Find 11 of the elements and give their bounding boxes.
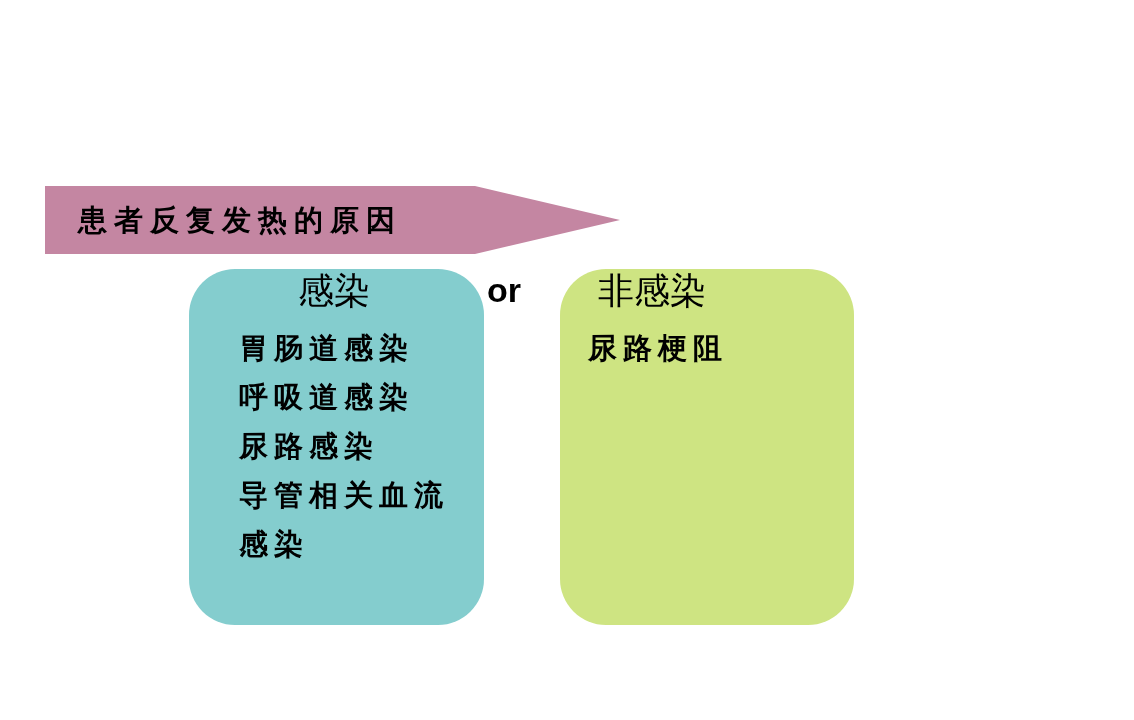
list-item: 尿路梗阻 [588,330,728,367]
box-heading: 感染 [298,269,370,312]
list-item: 尿路感染 [239,428,379,465]
category-box [560,269,854,625]
conjunction-text: or [487,270,521,310]
list-item: 呼吸道感染 [239,379,414,416]
list-item: 导管相关血流感染 [239,477,450,563]
box-heading: 非感染 [598,269,706,312]
list-item: 胃肠道感染 [239,330,414,367]
category-box [189,269,484,625]
banner-title: 患者反复发热的原因 [78,202,402,238]
